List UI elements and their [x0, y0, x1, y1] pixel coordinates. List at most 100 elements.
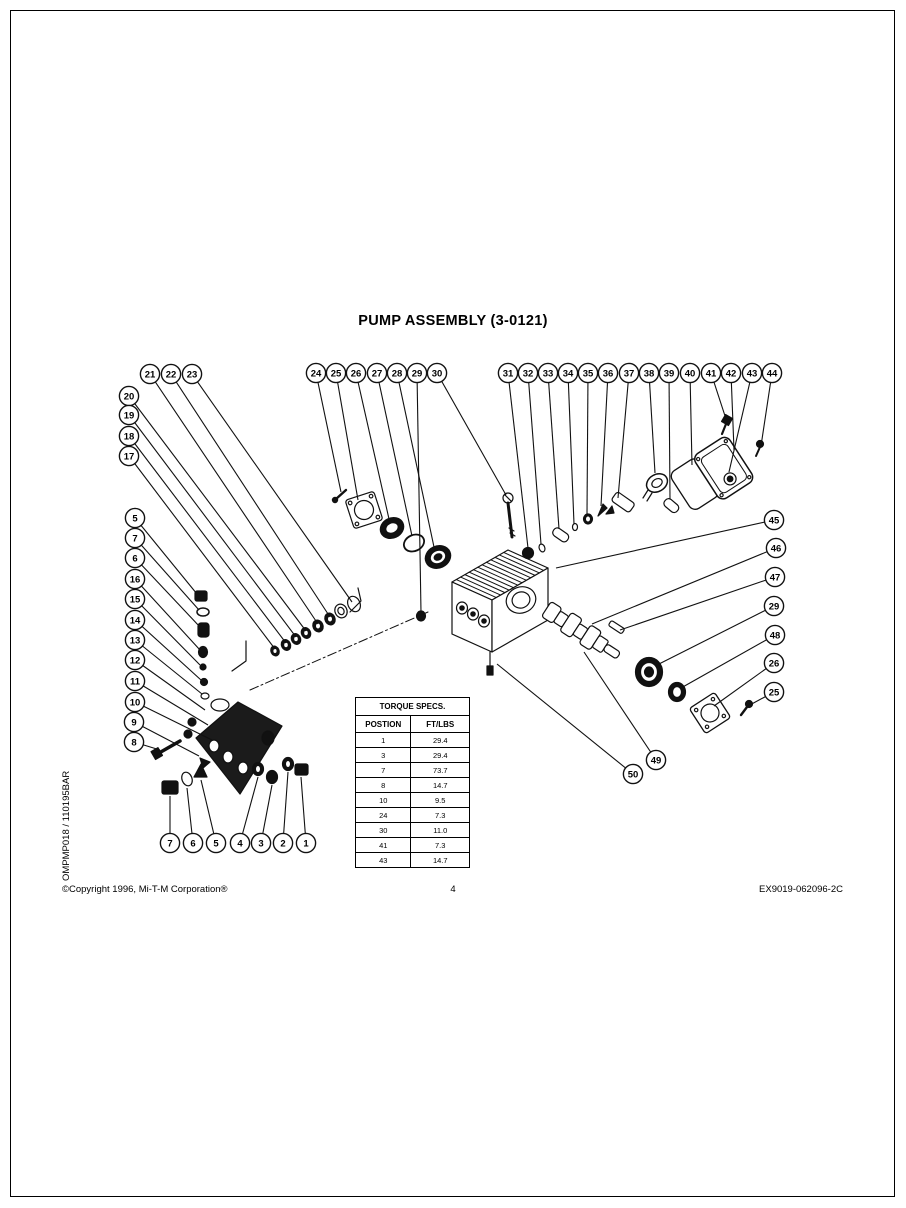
leader-line-34 [567, 372, 575, 525]
callout-28: 28 [386, 362, 408, 384]
svg-text:29: 29 [412, 368, 423, 379]
svg-text:42: 42 [726, 368, 737, 379]
leader-line-21 [149, 373, 319, 625]
crankcase-fin [490, 559, 532, 579]
crankcase-fin [485, 561, 527, 581]
drawing-parts [150, 413, 765, 795]
leader-line-1 [300, 776, 307, 844]
callout-46: 46 [765, 537, 787, 559]
leader-line-13 [134, 639, 203, 695]
leader-line-39 [668, 372, 671, 500]
svg-text:39: 39 [664, 368, 675, 379]
callout-5: 5 [205, 832, 227, 854]
leader-line-30 [436, 372, 507, 496]
svg-text:24: 24 [311, 368, 322, 379]
svg-text:45: 45 [769, 515, 780, 526]
callout-45: 45 [763, 509, 785, 531]
callout-6: 6 [182, 832, 204, 854]
svg-text:49: 49 [651, 755, 662, 766]
torque-col-header: FT/LBS [410, 715, 470, 733]
callout-14: 14 [124, 609, 146, 631]
callout-16: 16 [124, 568, 146, 590]
leader-line-22 [170, 373, 331, 618]
svg-text:1: 1 [303, 838, 309, 849]
callout-48: 48 [764, 624, 786, 646]
page-title: PUMP ASSEMBLY (3-0121) [358, 313, 548, 329]
torque-cell: 8 [354, 777, 412, 793]
leader-line-47 [619, 576, 776, 631]
callout-41: 41 [700, 362, 722, 384]
bolt-8 [150, 739, 182, 761]
svg-text:47: 47 [770, 572, 781, 583]
svg-text:11: 11 [130, 676, 141, 687]
callout-7: 7 [124, 527, 146, 549]
callout-1: 1 [295, 832, 317, 854]
callout-29: 29 [406, 362, 428, 384]
svg-text:5: 5 [213, 838, 219, 849]
svg-text:26: 26 [351, 368, 362, 379]
callout-12: 12 [124, 649, 146, 671]
leader-line-14 [134, 619, 202, 681]
leader-line-18 [128, 435, 287, 644]
torque-cell: 14.7 [410, 852, 470, 868]
leader-line-26 [355, 372, 390, 520]
page-border [10, 10, 895, 1197]
crankcase-fin [473, 569, 515, 589]
torque-cell: 7.3 [410, 837, 470, 853]
crankcase-fin [477, 566, 519, 586]
svg-text:17: 17 [124, 451, 135, 462]
svg-text:8: 8 [131, 737, 136, 748]
callout-13: 13 [124, 629, 146, 651]
leader-line-44 [760, 372, 773, 447]
leader-line-29 [654, 605, 775, 667]
svg-text:7: 7 [167, 838, 172, 849]
torque-cell: 43 [354, 852, 412, 868]
torque-cell: 29.4 [410, 747, 470, 763]
leader-line-43 [728, 372, 753, 473]
leader-line-25 [335, 372, 359, 501]
callout-15: 15 [124, 588, 146, 610]
crankcase-fin [503, 551, 545, 571]
callout-50: 50 [622, 763, 644, 785]
svg-text:43: 43 [747, 368, 758, 379]
svg-text:37: 37 [624, 368, 635, 379]
svg-text:20: 20 [124, 391, 135, 402]
leader-line-37 [617, 372, 630, 499]
svg-text:15: 15 [130, 594, 141, 605]
leader-line-15 [134, 598, 201, 666]
callout-30: 30 [426, 362, 448, 384]
leader-line-33 [547, 372, 560, 530]
callout-18: 18 [118, 425, 140, 447]
callout-40: 40 [679, 362, 701, 384]
callout-26: 26 [763, 652, 785, 674]
rear-cover-assembly [642, 413, 765, 514]
leader-line-40 [689, 372, 693, 466]
svg-text:3: 3 [258, 838, 263, 849]
leader-line-31 [507, 372, 529, 549]
leader-line-17 [128, 455, 276, 650]
copyright-text: ©Copyright 1996, Mi-T-M Corporation® [62, 884, 228, 895]
leader-line-27 [376, 372, 413, 537]
callout-35: 35 [577, 362, 599, 384]
leader-line-28 [396, 372, 435, 548]
callout-44: 44 [761, 362, 783, 384]
svg-text:27: 27 [372, 368, 383, 379]
torque-cell: 7 [354, 762, 412, 778]
torque-cell: 9.5 [410, 792, 470, 808]
svg-text:31: 31 [503, 368, 514, 379]
callout-49: 49 [645, 749, 667, 771]
svg-text:2: 2 [280, 838, 285, 849]
plunger-seal-row [231, 587, 429, 691]
leader-line-7 [134, 537, 200, 611]
callout-23: 23 [181, 363, 203, 385]
leader-line-45 [555, 519, 775, 569]
